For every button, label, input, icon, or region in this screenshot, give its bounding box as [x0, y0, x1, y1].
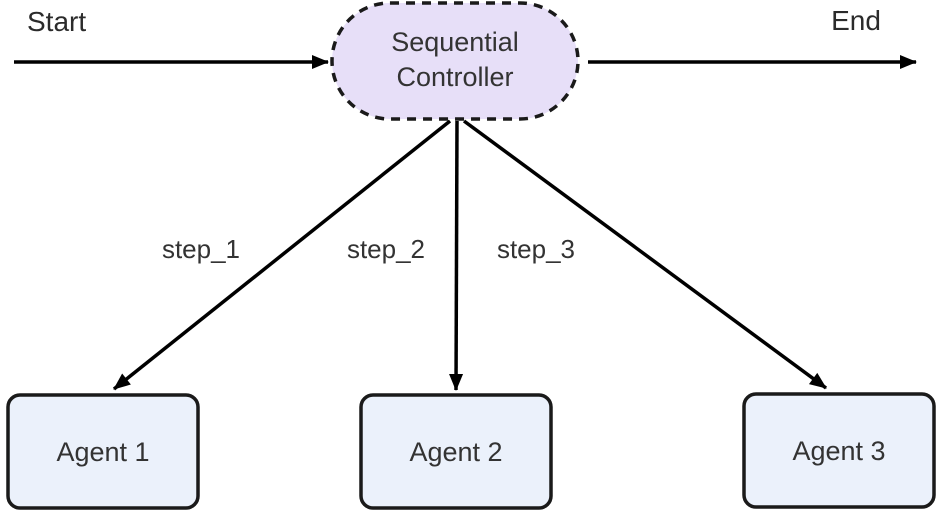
edge-label-step-3: step_3 [497, 234, 575, 264]
node-agent-2: Agent 2 [359, 393, 553, 510]
edge-step-2 [449, 120, 464, 391]
controller-label-line1: Sequential [391, 27, 519, 57]
edge-step-1 [112, 119, 452, 391]
end-label: End [831, 5, 881, 36]
controller-label-line2: Controller [396, 62, 513, 92]
edge-step-3 [462, 119, 828, 390]
controller-shape [330, 1, 580, 121]
agent-2-label: Agent 2 [409, 437, 502, 467]
node-sequential-controller: Sequential Controller [330, 1, 580, 121]
agent-2-shape [359, 393, 553, 510]
edge-label-step-1: step_1 [162, 234, 240, 264]
agent-1-label: Agent 1 [56, 437, 149, 467]
agent-3-shape [742, 392, 936, 509]
node-agent-1: Agent 1 [6, 393, 200, 510]
start-label: Start [27, 6, 86, 37]
node-agent-3: Agent 3 [742, 392, 936, 509]
agent-3-label: Agent 3 [792, 436, 885, 466]
edge-label-step-2: step_2 [347, 234, 425, 264]
agent-1-shape [6, 393, 200, 510]
